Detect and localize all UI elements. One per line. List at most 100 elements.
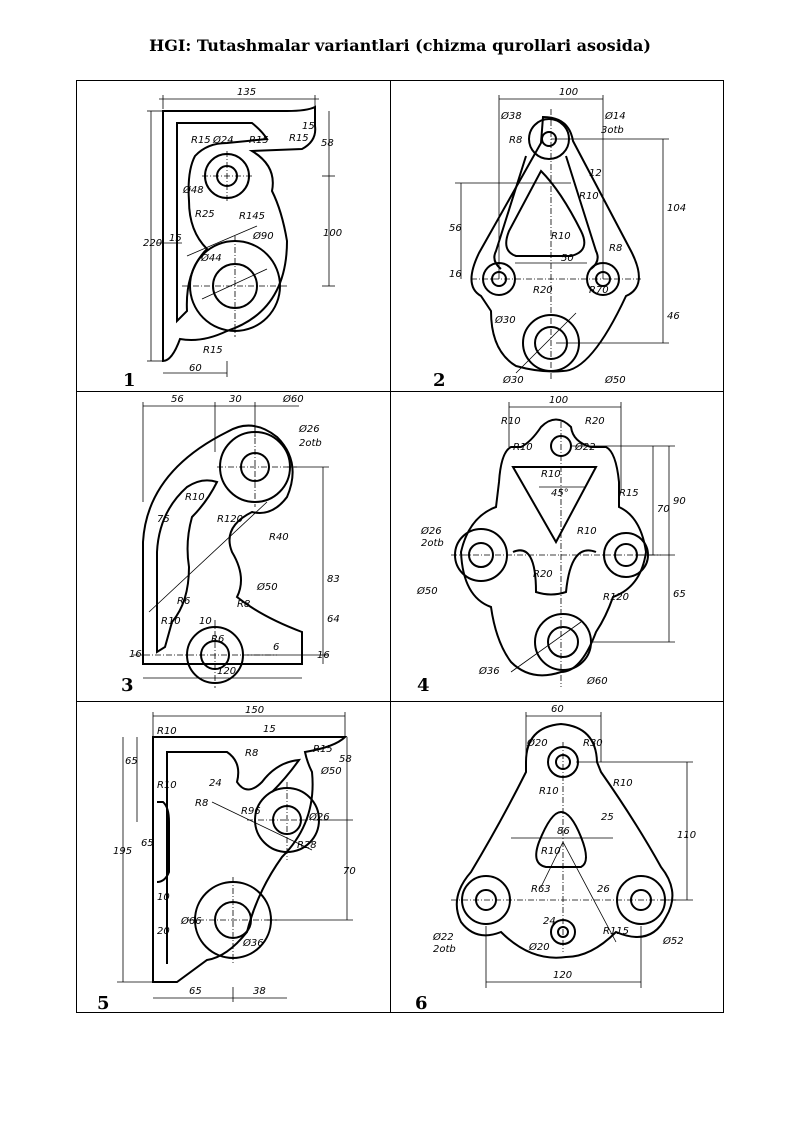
dimension-label: 3otb xyxy=(601,125,624,136)
dimension-label: R30 xyxy=(583,738,603,749)
dimension-label: R8 xyxy=(509,135,522,146)
dimension-label: R10 xyxy=(157,726,177,737)
dimension-label: 75 xyxy=(157,514,170,525)
dimension-label: R10 xyxy=(185,492,205,503)
variant-6-drawing: 60 Ø20 R30 R10 R10 25 110 86 R10 R63 26 … xyxy=(432,704,696,988)
dimension-label: R10 xyxy=(539,786,559,797)
dimension-label: Ø90 xyxy=(252,230,274,242)
dimension-label: 16 xyxy=(317,650,330,661)
dimension-label: 20 xyxy=(157,926,170,937)
dimension-label: 2otb xyxy=(299,438,322,449)
dimension-label: R120 xyxy=(217,514,243,525)
variant-2-cell: 2 100 Ø38 Ø14 3otb R xyxy=(391,81,704,391)
variant-number: 1 xyxy=(123,370,136,391)
dimension-label: Ø66 xyxy=(180,915,202,927)
dimension-label: 50 xyxy=(561,253,574,264)
variants-grid: 1 135 15 R15 58 R15 Ø24 R1 xyxy=(76,80,724,1014)
dimension-label: Ø60 xyxy=(282,393,304,405)
dimension-label: Ø38 xyxy=(500,110,522,122)
variant-number: 4 xyxy=(417,675,430,696)
dimension-label: 65 xyxy=(125,756,138,767)
variant-number: 5 xyxy=(97,993,110,1014)
variant-2-drawing: 100 Ø38 Ø14 3otb R8 12 R10 104 56 R10 R8… xyxy=(449,87,686,386)
dimension-label: Ø26 xyxy=(420,525,442,537)
dimension-label: Ø24 xyxy=(212,134,234,146)
dimension-label: R145 xyxy=(239,211,265,222)
dimension-label: 120 xyxy=(217,666,236,677)
dimension-label: 30 xyxy=(229,394,242,405)
dimension-label: Ø50 xyxy=(604,374,626,386)
dimension-label: 46 xyxy=(667,311,680,322)
dimension-label: R115 xyxy=(603,926,629,937)
dimension-label: 56 xyxy=(171,394,184,405)
dimension-label: R20 xyxy=(533,569,553,580)
dimension-label: 24 xyxy=(209,778,222,789)
dimension-label: 64 xyxy=(327,614,340,625)
grid-vertical-divider xyxy=(390,81,391,1012)
dimension-label: 65 xyxy=(141,838,154,849)
dimension-label: Ø50 xyxy=(256,581,278,593)
dimension-label: 15 xyxy=(302,121,315,132)
dimension-label: 10 xyxy=(157,892,170,903)
variant-1-cell: 1 135 15 R15 58 R15 Ø24 R1 xyxy=(77,81,390,391)
dimension-label: Ø26 xyxy=(308,811,330,823)
dimension-label: R10 xyxy=(161,616,181,627)
dimension-label: R70 xyxy=(589,285,609,296)
dimension-label: R15 xyxy=(289,133,309,144)
page-title: HGI: Tutashmalar variantlari (chizma qur… xyxy=(149,36,651,55)
dimension-label: R120 xyxy=(603,592,629,603)
dimension-label: 58 xyxy=(339,754,352,765)
dimension-label: R8 xyxy=(195,798,208,809)
variant-number: 6 xyxy=(415,993,428,1014)
dimension-label: 83 xyxy=(327,574,340,585)
dimension-label: Ø30 xyxy=(502,374,524,386)
dimension-label: Ø36 xyxy=(242,937,264,949)
dimension-label: 70 xyxy=(343,866,356,877)
dimension-label: R28 xyxy=(297,840,317,851)
dimension-label: 2otb xyxy=(421,538,444,549)
dimension-label: R8 xyxy=(237,599,250,610)
dimension-label: 10 xyxy=(199,616,212,627)
dimension-label: 220 xyxy=(143,238,162,249)
dimension-label: R96 xyxy=(241,806,261,817)
dimension-label: R10 xyxy=(579,191,599,202)
dimension-label: Ø30 xyxy=(494,314,516,326)
dimension-label: 6 xyxy=(273,642,279,653)
dimension-label: 135 xyxy=(237,87,256,98)
dimension-label: 100 xyxy=(559,87,578,98)
dimension-label: 100 xyxy=(549,395,568,406)
dimension-label: R10 xyxy=(577,526,597,537)
dimension-label: R20 xyxy=(533,285,553,296)
grid-horizontal-divider-2 xyxy=(77,701,723,702)
dimension-label: R15 xyxy=(313,744,333,755)
dimension-label: 150 xyxy=(245,705,264,716)
dimension-label: 65 xyxy=(189,986,202,997)
dimension-label: 120 xyxy=(553,970,572,981)
dimension-label: Ø48 xyxy=(182,184,204,196)
dimension-label: Ø20 xyxy=(528,941,550,953)
variant-3-drawing: 56 30 Ø60 Ø26 2otb R10 75 R120 R40 83 Ø5… xyxy=(129,393,340,688)
dimension-label: R20 xyxy=(585,416,605,427)
dimension-label: 90 xyxy=(673,496,686,507)
variant-5-cell: 5 150 15 R10 R8 R15 58 xyxy=(77,702,390,1014)
dimension-label: Ø36 xyxy=(478,665,500,677)
dimension-label: Ø20 xyxy=(526,737,548,749)
dimension-label: R8 xyxy=(245,748,258,759)
dimension-label: 100 xyxy=(323,228,342,239)
dimension-label: Ø50 xyxy=(416,585,438,597)
dimension-label: 65 xyxy=(673,589,686,600)
dimension-label: Ø44 xyxy=(200,252,222,264)
dimension-label: R63 xyxy=(531,884,551,895)
dimension-label: R10 xyxy=(513,442,533,453)
dimension-label: 25 xyxy=(601,812,614,823)
dimension-label: R10 xyxy=(541,846,561,857)
dimension-label: 110 xyxy=(677,830,696,841)
variant-number: 2 xyxy=(433,370,446,391)
dimension-label: 24 xyxy=(543,916,556,927)
dimension-label: 86 xyxy=(557,826,570,837)
dimension-label: 104 xyxy=(667,203,686,214)
dimension-label: 195 xyxy=(113,846,132,857)
variant-4-cell: 4 100 R10 R20 R10 xyxy=(391,392,704,702)
dimension-label: Ø52 xyxy=(662,935,684,947)
dimension-label: Ø22 xyxy=(574,441,596,453)
